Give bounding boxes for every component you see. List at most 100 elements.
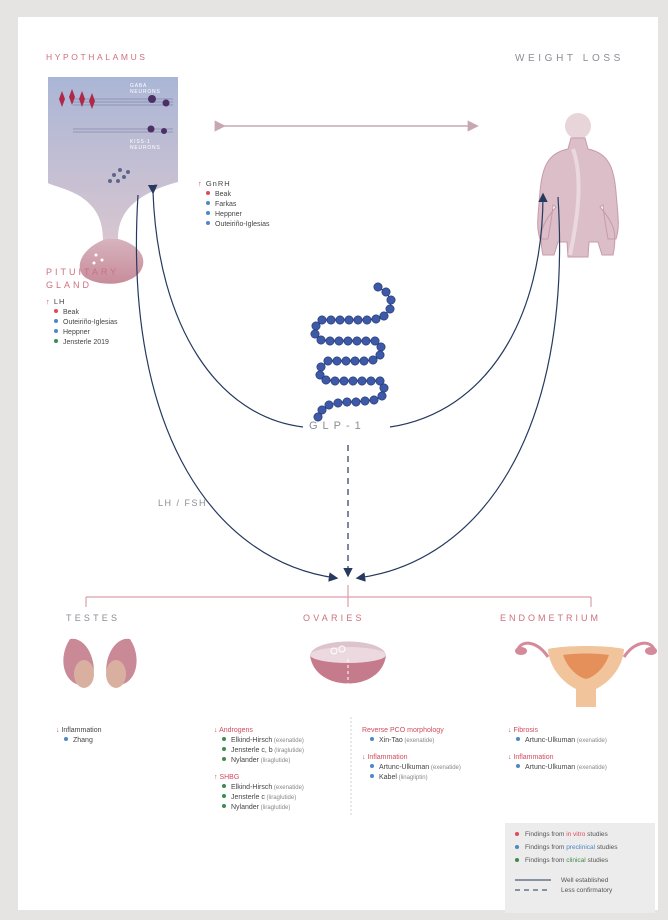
evidence-dot-icon (222, 757, 226, 761)
reference-item: Outeiriño-Iglesias (46, 318, 117, 328)
glp1-label: GLP-1 (309, 420, 366, 432)
reference-item: Heppner (198, 210, 269, 220)
reference-drug-note: (exenatide) (575, 765, 607, 771)
reference-name: Outeiriño-Iglesias (215, 221, 269, 228)
reference-name: Xin-Tao (379, 737, 403, 744)
down-arrow-icon: ↓ (362, 754, 366, 761)
down-arrow-icon: ↓ (214, 727, 218, 734)
reference-drug-note: (liraglutide) (265, 795, 296, 801)
ovaries-inflammation-title: Inflammation (367, 754, 407, 761)
legend-in-vitro: in vitro (566, 831, 585, 838)
evidence-dot-icon (206, 221, 210, 225)
reference-name: Nylander (231, 757, 259, 764)
reference-name: Heppner (215, 211, 242, 218)
amino-acid-bead (351, 357, 359, 365)
reference-name: Farkas (215, 201, 236, 208)
ovaries-findings-left: ↓ Androgens Elkind-Hirsch (exenatide)Jen… (214, 727, 304, 813)
amino-acid-bead (376, 351, 384, 359)
endometrium-label: ENDOMETRIUM (500, 613, 601, 623)
diagram-canvas (18, 17, 658, 910)
pco-refs: Xin-Tao (exenatide) (362, 736, 461, 746)
fibrosis-refs: Artunc-Ulkuman (exenatide) (508, 736, 607, 746)
androgens-refs: Elkind-Hirsch (exenatide)Jensterle c, b … (214, 736, 304, 766)
target-bracket (86, 585, 591, 607)
amino-acid-bead (387, 296, 395, 304)
evidence-dot-icon (516, 737, 520, 741)
amino-acid-bead (372, 315, 380, 323)
amino-acid-bead (378, 392, 386, 400)
reference-item: Beak (198, 190, 269, 200)
legend-text-prefix: Findings from (525, 831, 564, 838)
amino-acid-bead (380, 384, 388, 392)
androgens-title: Androgens (219, 727, 253, 734)
amino-acid-bead (382, 288, 390, 296)
reference-name: Beak (215, 191, 231, 198)
amino-acid-bead (344, 337, 352, 345)
amino-acid-bead (325, 401, 333, 409)
down-arrow-icon: ↓ (56, 727, 60, 734)
reference-name: Nylander (231, 804, 259, 811)
gaba-neurons-label: GABA NEURONS (130, 83, 174, 95)
testes-findings: ↓ Inflammation Zhang (56, 727, 102, 746)
pituitary-label: PITUITARY (46, 267, 119, 277)
amino-acid-bead (377, 343, 385, 351)
hypothalamus-illustration (48, 77, 178, 284)
reference-item: Nylander (liraglutide) (214, 756, 304, 766)
reference-drug-note: (liraglutide) (259, 805, 290, 811)
down-arrow-icon: ↓ (508, 727, 512, 734)
reference-name: Outeiriño-Iglesias (63, 319, 117, 326)
amino-acid-bead (370, 396, 378, 404)
legend-row-in-vitro: Findings from in vitro studies (515, 831, 608, 838)
testes-illustration (63, 639, 136, 688)
lh-reference-list: BeakOuteiriño-IglesiasHeppnerJensterle 2… (46, 308, 117, 348)
amino-acid-bead (349, 377, 357, 385)
legend-less-confirmatory: Less confirmatory (561, 887, 612, 894)
up-arrow-icon: ↑ (46, 297, 51, 306)
red-dot-icon (515, 832, 519, 836)
ovaries-findings-right: Reverse PCO morphology Xin-Tao (exenatid… (362, 727, 461, 783)
evidence-dot-icon (222, 794, 226, 798)
evidence-dot-icon (516, 764, 520, 768)
reference-item: Nylander (liraglutide) (214, 803, 304, 813)
reference-drug-note: (exenatide) (272, 738, 304, 744)
reference-item: Artunc-Ulkuman (exenatide) (508, 736, 607, 746)
legend-clinical: clinical (566, 857, 586, 864)
reference-name: Elkind-Hirsch (231, 737, 272, 744)
shbg-refs: Elkind-Hirsch (exenatide)Jensterle c (li… (214, 783, 304, 813)
reference-item: Outeiriño-Iglesias (198, 220, 269, 230)
amino-acid-bead (343, 398, 351, 406)
hypothalamus-label: HYPOTHALAMUS (46, 52, 148, 62)
amino-acid-bead (312, 322, 320, 330)
reference-item: Elkind-Hirsch (exenatide) (214, 736, 304, 746)
reference-item: Jensterle 2019 (46, 338, 117, 348)
reference-drug-note: (liraglutide) (273, 748, 304, 754)
reference-item: Xin-Tao (exenatide) (362, 736, 461, 746)
evidence-dot-icon (222, 737, 226, 741)
legend-row-preclinical: Findings from preclinical studies (515, 844, 618, 851)
reference-item: Jensterle c, b (liraglutide) (214, 746, 304, 756)
amino-acid-bead (374, 283, 382, 291)
lh-title: LH (54, 297, 66, 306)
legend-text-suffix: studies (587, 831, 608, 838)
glp1-to-weightloss-arrow (390, 195, 543, 427)
reference-name: Jensterle c (231, 794, 265, 801)
amino-acid-bead (336, 316, 344, 324)
gland-label: GLAND (46, 280, 92, 290)
amino-acid-bead (340, 377, 348, 385)
legend-text-prefix: Findings from (525, 857, 564, 864)
legend-box: Findings from in vitro studies Findings … (505, 823, 655, 913)
evidence-dot-icon (370, 774, 374, 778)
up-arrow-icon: ↑ (214, 774, 218, 781)
reference-name: Artunc-Ulkuman (379, 764, 429, 771)
reference-item: Artunc-Ulkuman (exenatide) (362, 763, 461, 773)
amino-acid-bead (322, 376, 330, 384)
amino-acid-bead (360, 357, 368, 365)
amino-acid-bead (317, 336, 325, 344)
amino-acid-bead (363, 316, 371, 324)
amino-acid-bead (327, 316, 335, 324)
ovary-illustration (310, 642, 386, 694)
amino-acid-bead (354, 316, 362, 324)
evidence-dot-icon (54, 309, 58, 313)
reference-name: Jensterle c, b (231, 747, 273, 754)
evidence-dot-icon (206, 211, 210, 215)
